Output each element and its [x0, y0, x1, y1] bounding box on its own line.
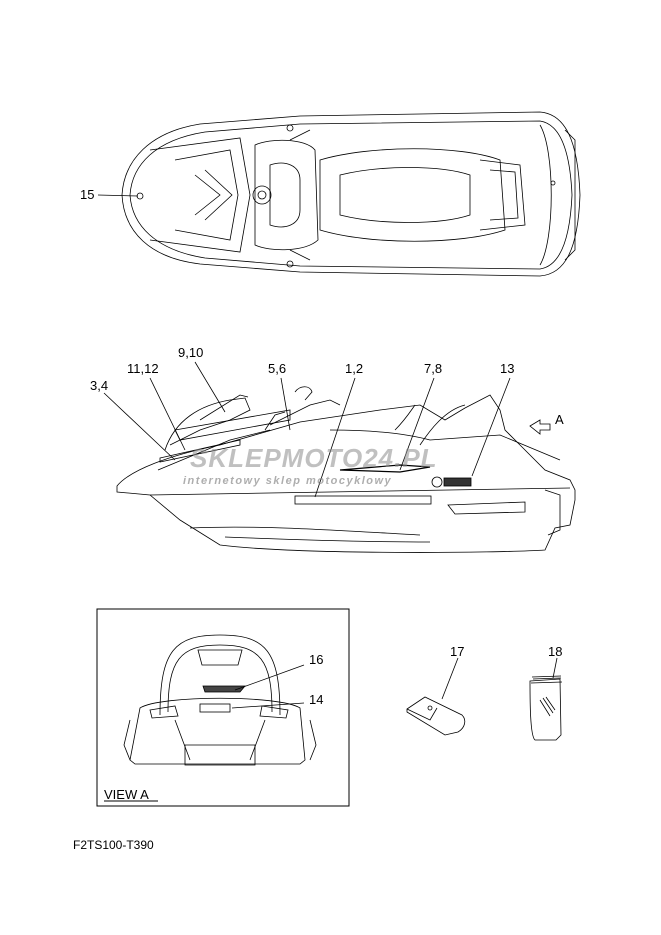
callout-leaders-side [103, 361, 551, 498]
callout-1-2: 1,2 [345, 361, 364, 376]
callout-16: 16 [309, 652, 324, 667]
leader-15 [97, 194, 139, 197]
top-view-watercraft [121, 111, 581, 277]
view-a-arrow [529, 419, 551, 435]
callout-13: 13 [500, 361, 515, 376]
decal-1-2 [294, 495, 432, 505]
view-a-arrow-label: A [555, 412, 564, 427]
callout-11-12: 11,12 [127, 361, 159, 376]
leader-14 [231, 702, 305, 709]
callout-18: 18 [548, 644, 563, 659]
callout-3-4: 3,4 [90, 378, 109, 393]
rear-view-watercraft [123, 634, 317, 766]
callout-5-6: 5,6 [268, 361, 287, 376]
watermark-tagline: internetowy sklep motocyklowy [183, 475, 393, 487]
watermark-brand: SKLEPMOTO24.PL [190, 443, 438, 473]
leader-16 [234, 664, 305, 691]
callout-14: 14 [309, 692, 324, 707]
leader-18 [552, 657, 558, 679]
callout-15: 15 [80, 187, 95, 202]
view-a-label: VIEW A [104, 787, 149, 802]
diagram-code: F2TS100-T390 [73, 838, 154, 852]
view-a-frame [96, 608, 350, 807]
leader-17 [441, 657, 459, 700]
item-17-pouch [406, 696, 466, 736]
callout-9-10: 9,10 [178, 345, 204, 360]
callout-7-8: 7,8 [424, 361, 443, 376]
item-18-manual [529, 675, 563, 741]
callout-17: 17 [450, 644, 465, 659]
side-view-watercraft [116, 386, 576, 553]
